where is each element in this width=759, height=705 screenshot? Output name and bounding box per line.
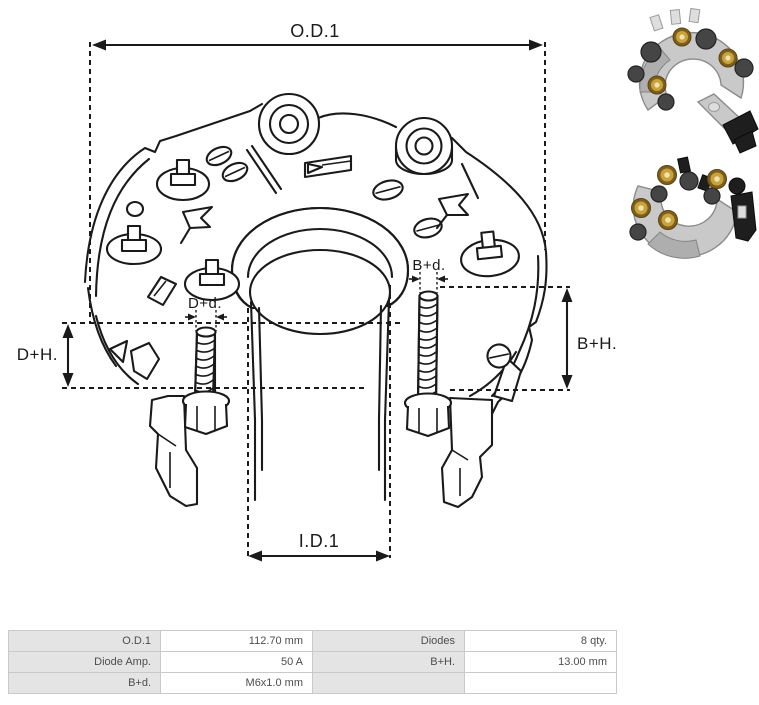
- washer-ellipse: [221, 161, 249, 183]
- spec-table: O.D.1 112.70 mm Diodes 8 qty. Diode Amp.…: [8, 630, 617, 694]
- product-photo-top: [627, 7, 759, 154]
- spec-row: O.D.1 112.70 mm Diodes 8 qty.: [8, 630, 617, 652]
- screw-pad: [105, 224, 163, 266]
- gold-diode: [631, 198, 651, 218]
- right-boss: [394, 116, 454, 176]
- right-leg: [440, 356, 523, 509]
- bd-label: B+d.: [412, 257, 445, 274]
- spec-label-empty: [312, 672, 465, 694]
- screw-pad: [460, 230, 520, 278]
- product-photo-bottom: [629, 156, 757, 259]
- washer-ellipse: [205, 145, 233, 167]
- washer-ellipse: [413, 217, 443, 239]
- dimension-dd: D+d.: [185, 295, 227, 331]
- rectifier-outline: [83, 102, 548, 416]
- angled-slot: [146, 275, 178, 307]
- technical-drawing-svg: O.D.1 I.D.1 D+H. B+H. D+d. B+d.: [17, 7, 759, 562]
- slot-pointer: [303, 154, 353, 179]
- b-plus-stud: [403, 290, 453, 438]
- spec-value-empty: [464, 672, 617, 694]
- dimension-od1: O.D.1: [89, 21, 546, 322]
- spec-label-diodes: Diodes: [312, 630, 465, 652]
- gold-diode: [647, 75, 667, 95]
- spec-label-diode-amp: Diode Amp.: [8, 651, 161, 673]
- pennant-arrow: [435, 192, 470, 230]
- pennant-arrow: [179, 205, 214, 245]
- spec-value-diode-amp: 50 A: [160, 651, 313, 673]
- bh-label: B+H.: [577, 334, 617, 353]
- gold-diode: [657, 165, 677, 185]
- spec-value-bd: M6x1.0 mm: [160, 672, 313, 694]
- left-leg: [108, 339, 199, 508]
- dh-label: D+H.: [17, 345, 58, 364]
- spec-row: Diode Amp. 50 A B+H. 13.00 mm: [8, 651, 617, 673]
- spec-label-bh: B+H.: [312, 651, 465, 673]
- washer-ellipse: [372, 179, 404, 201]
- spec-value-diodes: 8 qty.: [464, 630, 617, 652]
- left-boss: [257, 92, 321, 156]
- dimension-dh: D+H.: [17, 322, 400, 389]
- dimension-id1: I.D.1: [247, 285, 391, 562]
- screw-pad: [183, 258, 241, 302]
- dimension-bh: B+H.: [440, 286, 617, 391]
- spec-row: B+d. M6x1.0 mm: [8, 672, 617, 694]
- gold-diode: [672, 27, 692, 47]
- gold-diode: [658, 210, 678, 230]
- small-hole: [125, 200, 145, 218]
- id1-label: I.D.1: [299, 531, 340, 551]
- od1-label: O.D.1: [290, 21, 340, 41]
- spec-label-od1: O.D.1: [8, 630, 161, 652]
- gold-diode: [718, 48, 738, 68]
- center-collar: [230, 206, 410, 502]
- spec-value-bh: 13.00 mm: [464, 651, 617, 673]
- dd-label: D+d.: [188, 295, 222, 312]
- screw-pad: [155, 158, 211, 202]
- rectifier-drawing: [83, 92, 548, 509]
- dimension-bd: B+d.: [409, 257, 448, 293]
- d-plus-stud: [181, 326, 231, 436]
- spec-label-bd: B+d.: [8, 672, 161, 694]
- slotted-screw: [486, 343, 512, 369]
- spec-value-od1: 112.70 mm: [160, 630, 313, 652]
- gold-diode: [707, 169, 727, 189]
